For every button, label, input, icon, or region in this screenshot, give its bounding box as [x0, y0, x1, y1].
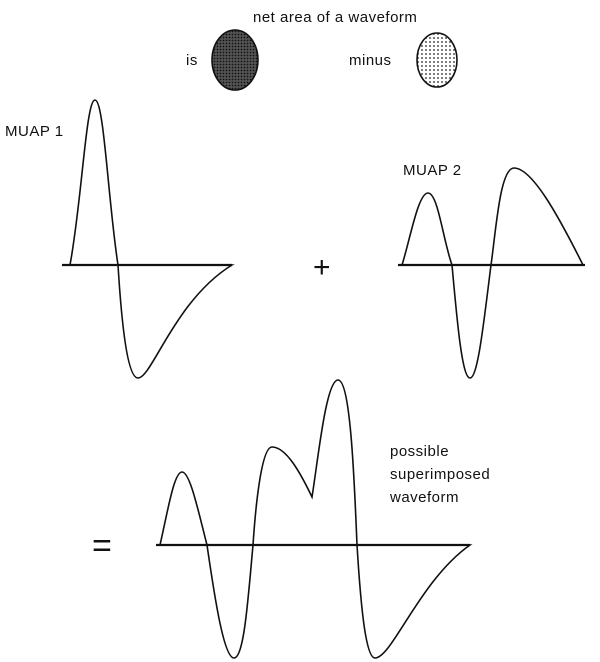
- superimposed-negative-phase-2: [356, 544, 473, 659]
- superimposed-positive-phase-2: [252, 379, 358, 546]
- superimposed-negative-phase-1: [206, 544, 254, 659]
- muap2-negative-phase: [451, 264, 492, 379]
- result-label-line-2: superimposed: [390, 466, 490, 483]
- legend-negative-area-swatch: [416, 32, 458, 88]
- muap1-label: MUAP 1: [5, 123, 64, 140]
- muap2-second-positive-phase: [490, 167, 585, 266]
- plus-operator: +: [313, 251, 331, 284]
- muap2-first-positive-phase: [400, 192, 454, 266]
- superimposed-waveform: [156, 379, 473, 659]
- result-label-line-3: waveform: [389, 489, 459, 506]
- equals-operator: =: [92, 527, 112, 565]
- legend-positive-label: is: [186, 52, 198, 69]
- result-label-line-1: possible: [390, 443, 449, 460]
- legend-positive-area-swatch: [211, 29, 259, 91]
- muap2-waveform: [398, 167, 585, 379]
- muap1-positive-phase: [69, 99, 119, 266]
- superimposed-positive-phase-1: [158, 471, 209, 546]
- legend-negative-label: minus: [349, 52, 392, 69]
- result-label: possible superimposed waveform: [389, 443, 495, 506]
- muap2-label: MUAP 2: [403, 162, 462, 179]
- muap1-waveform: [62, 99, 235, 379]
- legend-title: net area of a waveform: [253, 9, 417, 26]
- muap1-negative-phase: [117, 264, 235, 379]
